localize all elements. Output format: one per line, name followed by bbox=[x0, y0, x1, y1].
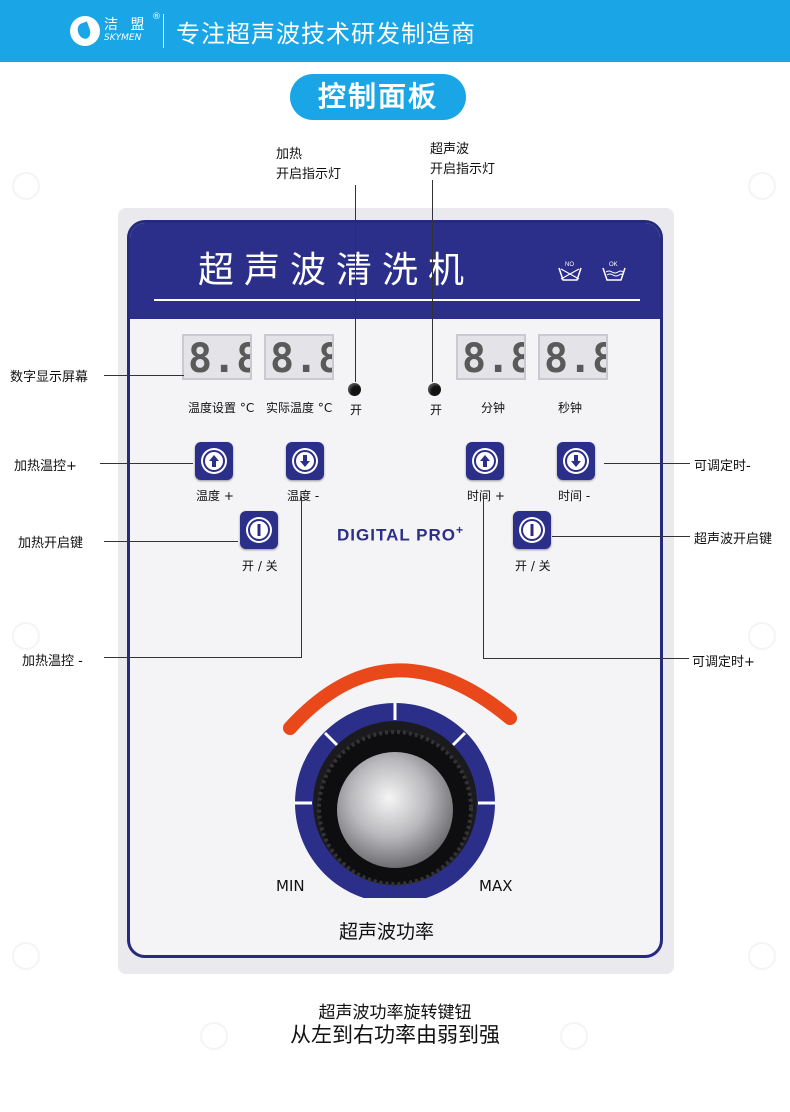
power-icon bbox=[248, 519, 270, 541]
watermark-icon bbox=[748, 622, 776, 650]
brand-logo: 洁 盟 SKYMEN ® bbox=[70, 12, 161, 50]
callout-heat-temp-down: 加热温控 - bbox=[22, 654, 83, 669]
leader-heat-temp-down-h bbox=[104, 657, 302, 658]
heat-indicator-caption-2: 开启指示灯 bbox=[276, 167, 342, 182]
svg-text:8.8.: 8.8. bbox=[544, 336, 606, 378]
callout-heat-temp-up: 加热温控+ bbox=[14, 459, 77, 474]
callout-ultra-power-key: 超声波开启键 bbox=[694, 532, 773, 547]
leader-heat-power-key bbox=[104, 541, 238, 542]
leader-heat-indicator bbox=[355, 185, 356, 382]
minutes-display: 8.8. bbox=[456, 334, 526, 380]
ultra-power-label: 开 / 关 bbox=[515, 559, 551, 573]
section-title: 控制面板 bbox=[290, 74, 466, 120]
time-up-button[interactable] bbox=[466, 442, 504, 480]
svg-text:8.8.: 8.8. bbox=[462, 336, 524, 378]
wash-ok-icon: OK bbox=[600, 259, 628, 281]
callout-heat-power-key: 加热开启键 bbox=[18, 536, 84, 551]
logo-chinese: 洁 盟 bbox=[104, 17, 149, 33]
svg-text:NO: NO bbox=[565, 262, 574, 268]
ultra-indicator-caption-1: 超声波 bbox=[430, 142, 470, 157]
knob-power-label: 超声波功率 bbox=[339, 921, 435, 943]
temp-down-button[interactable] bbox=[286, 442, 324, 480]
power-icon bbox=[521, 519, 543, 541]
svg-text:OK: OK bbox=[609, 262, 618, 268]
knob-min-label: MIN bbox=[276, 877, 305, 895]
ultra-power-button[interactable] bbox=[513, 511, 551, 549]
time-down-button[interactable] bbox=[557, 442, 595, 480]
label-minutes: 分钟 bbox=[481, 401, 506, 415]
leader-display-screen bbox=[104, 375, 184, 376]
watermark-icon bbox=[748, 942, 776, 970]
label-ultra-on: 开 bbox=[430, 403, 443, 417]
temp-set-display: 8.8. bbox=[182, 334, 252, 380]
header-rule bbox=[154, 299, 640, 301]
leader-ultra-power-key bbox=[552, 536, 690, 537]
panel-header: 超声波清洗机 NO OK bbox=[130, 223, 660, 319]
wash-no-icon: NO bbox=[556, 259, 584, 281]
down-arrow-icon bbox=[565, 450, 587, 472]
label-heat-on: 开 bbox=[350, 403, 363, 417]
label-temp-set: 温度设置 °C bbox=[188, 401, 255, 415]
callout-time-down: 可调定时- bbox=[694, 459, 751, 474]
logo-english: SKYMEN bbox=[104, 33, 142, 43]
callout-time-up: 可调定时+ bbox=[692, 655, 755, 670]
panel-title: 超声波清洗机 bbox=[198, 250, 475, 291]
logo-icon bbox=[70, 16, 100, 46]
svg-text:8.8.: 8.8. bbox=[188, 336, 250, 378]
time-down-label: 时间 - bbox=[558, 489, 591, 503]
label-temp-actual: 实际温度 °C bbox=[266, 401, 333, 415]
ultra-indicator-led bbox=[428, 383, 441, 396]
watermark-icon bbox=[12, 942, 40, 970]
brand-superscript: + bbox=[456, 523, 465, 537]
ultra-indicator-caption-2: 开启指示灯 bbox=[430, 162, 496, 177]
temp-actual-display: 8.8. bbox=[264, 334, 334, 380]
heat-indicator-led bbox=[348, 383, 361, 396]
leader-time-up-h bbox=[483, 658, 689, 659]
registered-mark: ® bbox=[152, 12, 161, 22]
brand-label: DIGITAL PRO+ bbox=[337, 523, 464, 546]
leader-ultra-indicator bbox=[432, 180, 433, 382]
header-divider bbox=[163, 14, 164, 48]
temp-down-label: 温度 - bbox=[287, 489, 320, 503]
down-arrow-icon bbox=[294, 450, 316, 472]
control-panel: 超声波清洗机 NO OK 8.8. 8.8. bbox=[127, 220, 663, 958]
watermark-pattern bbox=[0, 62, 790, 1112]
heat-power-button[interactable] bbox=[240, 511, 278, 549]
header-slogan: 专注超声波技术研发制造商 bbox=[176, 20, 476, 48]
up-arrow-icon bbox=[203, 450, 225, 472]
watermark-icon bbox=[748, 172, 776, 200]
power-arc bbox=[283, 663, 517, 735]
top-banner: 洁 盟 SKYMEN ® 专注超声波技术研发制造商 bbox=[0, 0, 790, 62]
watermark-icon bbox=[12, 172, 40, 200]
heat-indicator-caption-1: 加热 bbox=[276, 147, 303, 162]
leader-heat-temp-down-v bbox=[301, 496, 302, 658]
svg-text:8.8.: 8.8. bbox=[270, 336, 332, 378]
watermark-icon bbox=[200, 1022, 228, 1050]
power-knob[interactable] bbox=[270, 638, 520, 898]
leader-time-up-v bbox=[483, 496, 484, 659]
time-up-label: 时间 + bbox=[467, 489, 505, 503]
leader-heat-temp-up bbox=[100, 463, 193, 464]
footer-line-2: 从左到右功率由弱到强 bbox=[290, 1023, 500, 1047]
watermark-icon bbox=[560, 1022, 588, 1050]
leader-time-down bbox=[604, 463, 690, 464]
up-arrow-icon bbox=[474, 450, 496, 472]
callout-display-screen: 数字显示屏幕 bbox=[10, 370, 89, 385]
temp-up-button[interactable] bbox=[195, 442, 233, 480]
heat-power-label: 开 / 关 bbox=[242, 559, 278, 573]
watermark-icon bbox=[12, 622, 40, 650]
label-seconds: 秒钟 bbox=[558, 401, 583, 415]
seconds-display: 8.8. bbox=[538, 334, 608, 380]
temp-up-label: 温度 + bbox=[196, 489, 234, 503]
knob-cap bbox=[337, 752, 453, 868]
knob-max-label: MAX bbox=[479, 877, 513, 895]
footer-line-1: 超声波功率旋转键钮 bbox=[318, 1003, 472, 1023]
brand-text: DIGITAL PRO bbox=[337, 525, 456, 545]
